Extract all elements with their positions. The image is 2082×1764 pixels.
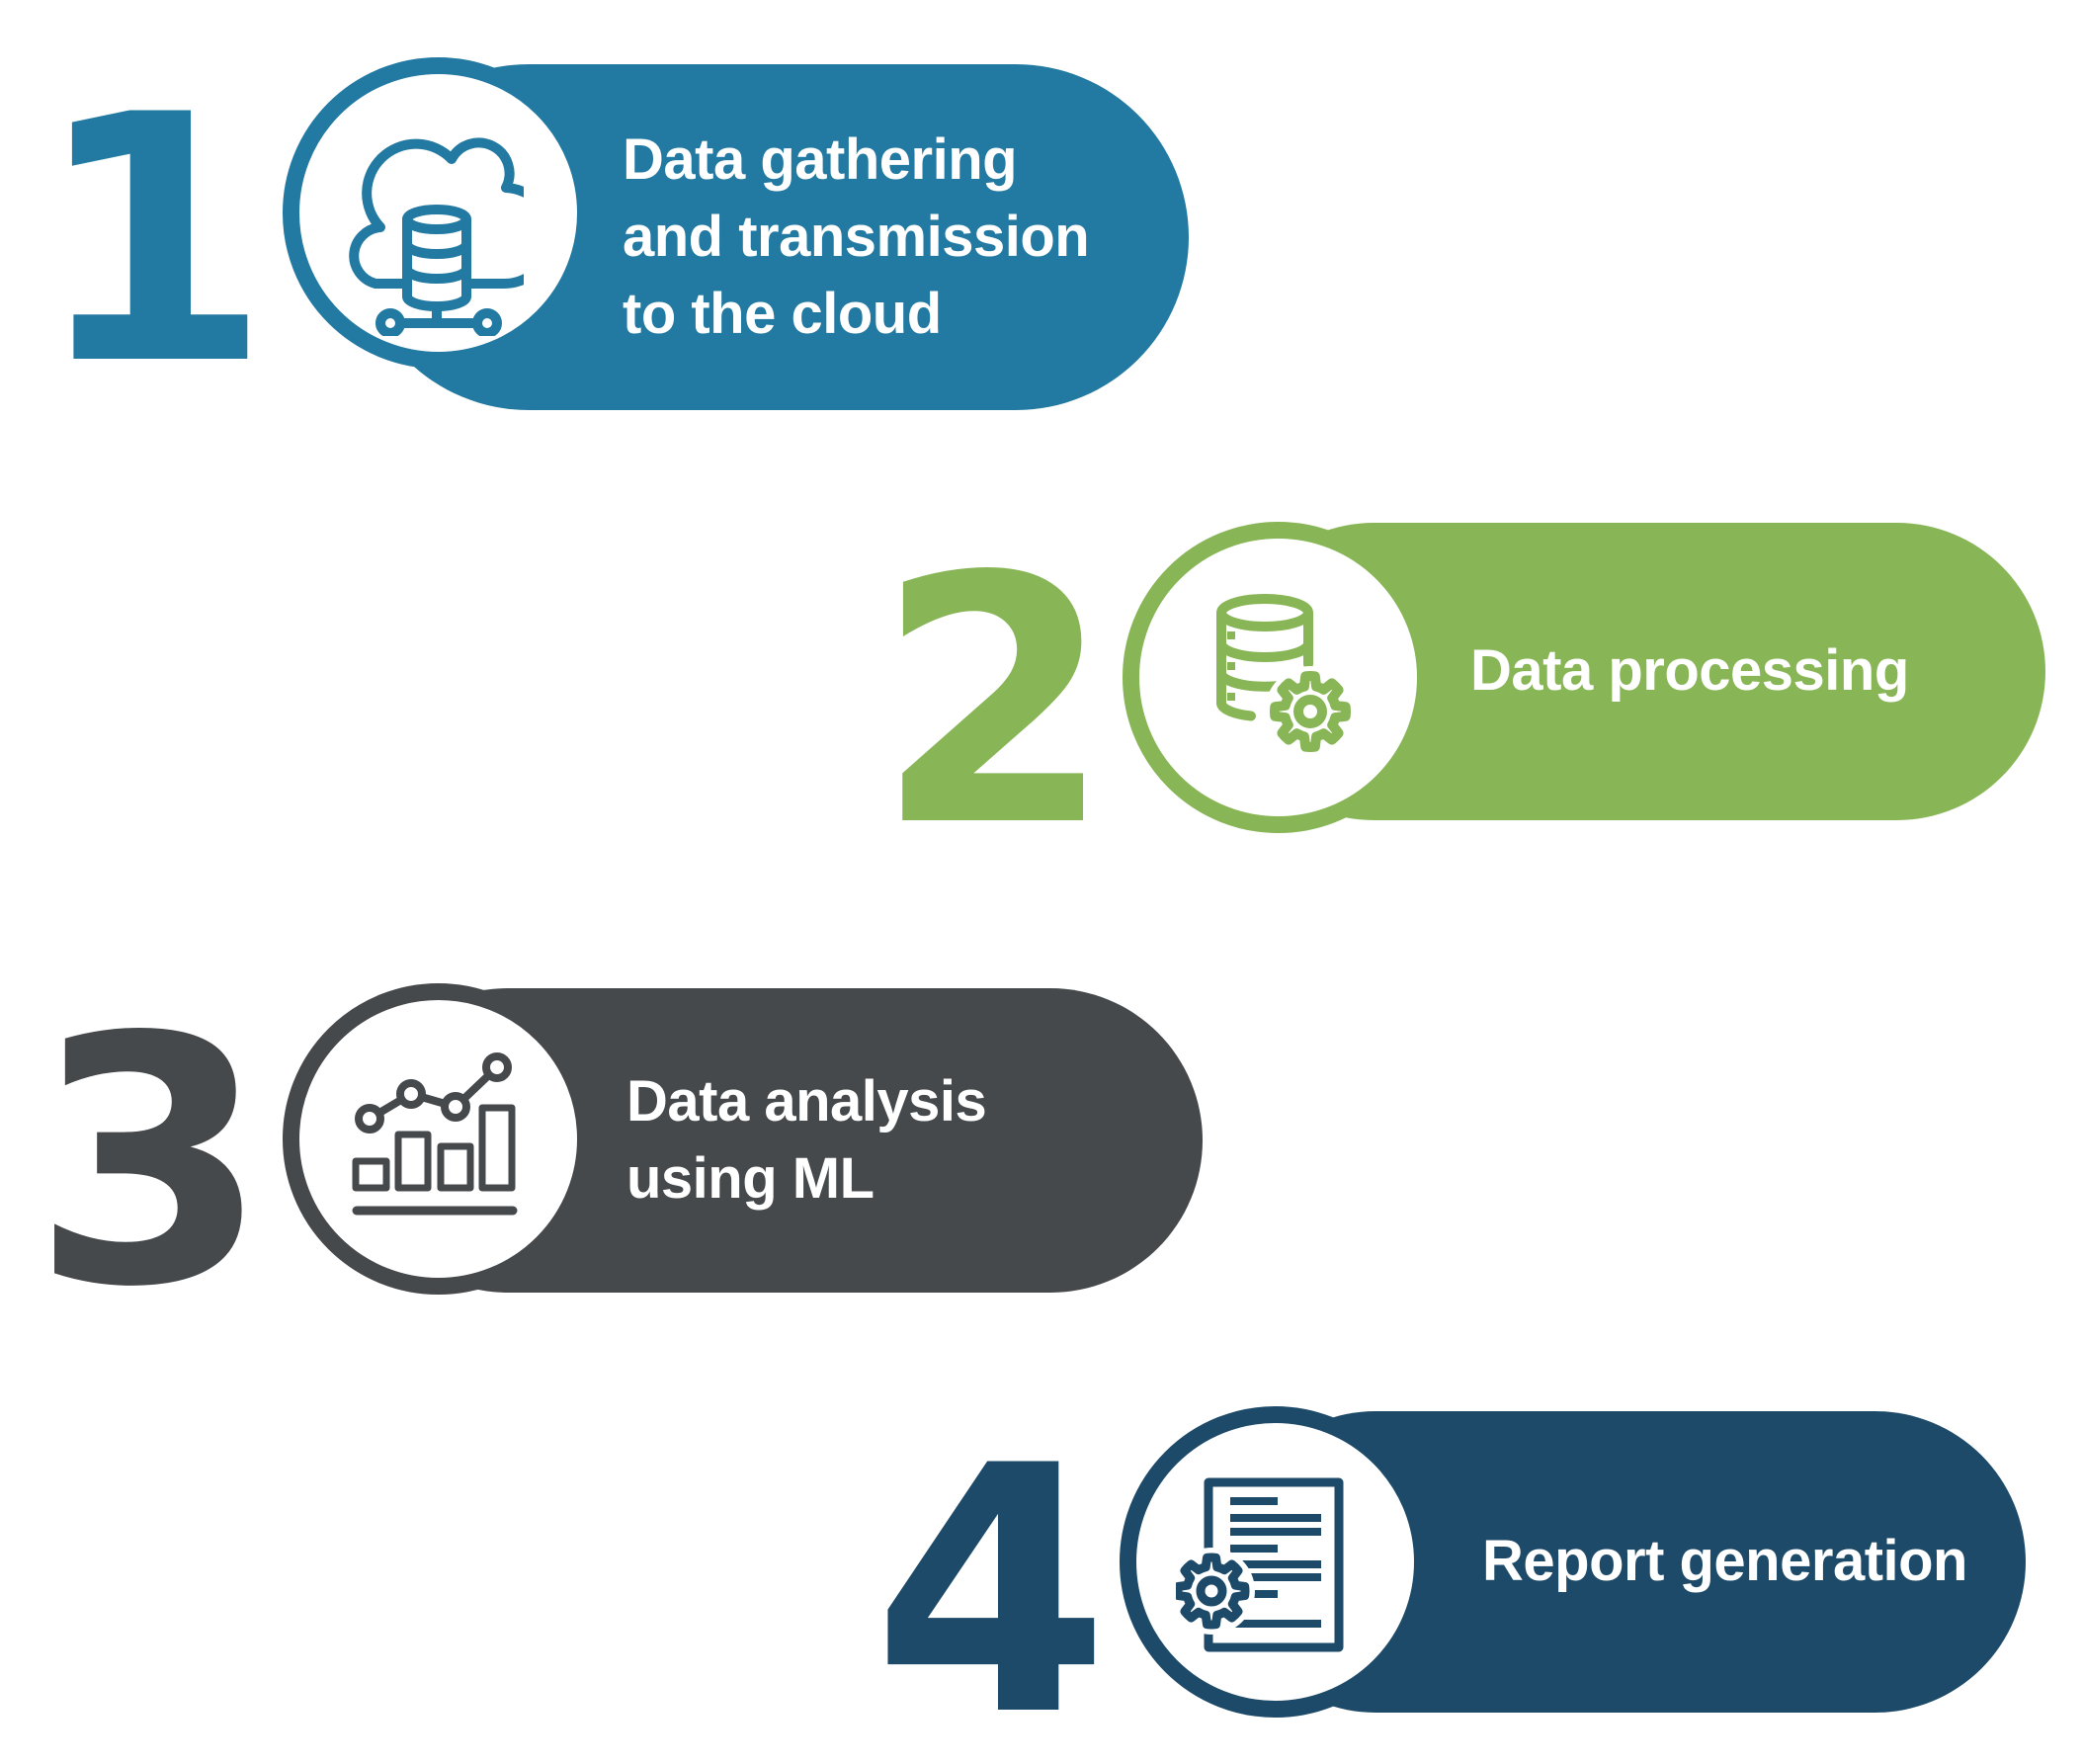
bar-3 [437, 1142, 474, 1192]
report-gear-icon [1176, 1477, 1344, 1652]
step-1-badge [283, 57, 594, 369]
db-body [402, 214, 471, 311]
db-left-side [1216, 608, 1256, 721]
gear-hole [1196, 1575, 1227, 1607]
step-4-number: 4 [872, 1394, 1111, 1764]
step-3-badge [283, 983, 594, 1295]
step-3-number: 3 [31, 966, 270, 1362]
step-1-label-line-1: Data gathering [623, 127, 1018, 192]
db-dot-3 [1227, 693, 1235, 701]
step-2-badge [1123, 522, 1434, 833]
cloud-outline [349, 137, 524, 290]
document-text-lines [1230, 1497, 1321, 1628]
gear-knockout [1176, 1548, 1255, 1635]
step-3-label: Data analysis using ML [626, 1063, 987, 1218]
trend-node-1 [355, 1104, 384, 1134]
database-gear-icon [1216, 594, 1356, 757]
step-2-number: 2 [874, 505, 1114, 901]
db-top [402, 205, 471, 234]
bar-4 [478, 1104, 516, 1192]
bar-chart-trend-icon [352, 1052, 518, 1216]
step-2-pill [1225, 523, 2045, 820]
step-4-pill [1225, 1411, 2026, 1713]
db-dot-1 [1227, 631, 1235, 639]
bar-2 [394, 1131, 432, 1192]
step-1-label-line-3: to the cloud [623, 282, 942, 346]
trend-node-2 [396, 1079, 426, 1109]
step-2-label-line-1: Data processing [1470, 638, 1909, 703]
network-lines [397, 302, 480, 328]
trend-line [366, 1063, 501, 1123]
db-bands [1216, 638, 1313, 692]
cloud-database-icon [349, 137, 524, 336]
gear-hole [1293, 695, 1327, 728]
step-1-number: 1 [33, 43, 272, 440]
db-top [1216, 594, 1313, 631]
step-3-pill [356, 988, 1203, 1293]
gear-outline [1269, 670, 1352, 753]
gear-knockout [1265, 666, 1356, 757]
bar-1 [352, 1157, 390, 1192]
step-1-label: Data gathering and transmission to the c… [623, 122, 1090, 353]
step-1-pill [356, 64, 1189, 410]
gear-outline [1176, 1553, 1250, 1630]
step-4-label-line-1: Report generation [1482, 1529, 1968, 1593]
step-1-label-line-2: and transmission [623, 205, 1090, 269]
network-node-left [375, 308, 405, 336]
trend-node-3 [441, 1092, 470, 1122]
db-bands [402, 239, 471, 284]
trend-node-4 [482, 1052, 512, 1082]
document-outline [1204, 1477, 1344, 1652]
step-3-label-line-2: using ML [626, 1146, 874, 1211]
step-2-label: Data processing [1470, 632, 1909, 710]
db-dot-2 [1227, 662, 1235, 670]
step-4-label: Report generation [1482, 1523, 1968, 1600]
step-4-badge [1120, 1406, 1431, 1718]
step-3-label-line-1: Data analysis [626, 1069, 987, 1134]
network-node-right [472, 308, 502, 336]
